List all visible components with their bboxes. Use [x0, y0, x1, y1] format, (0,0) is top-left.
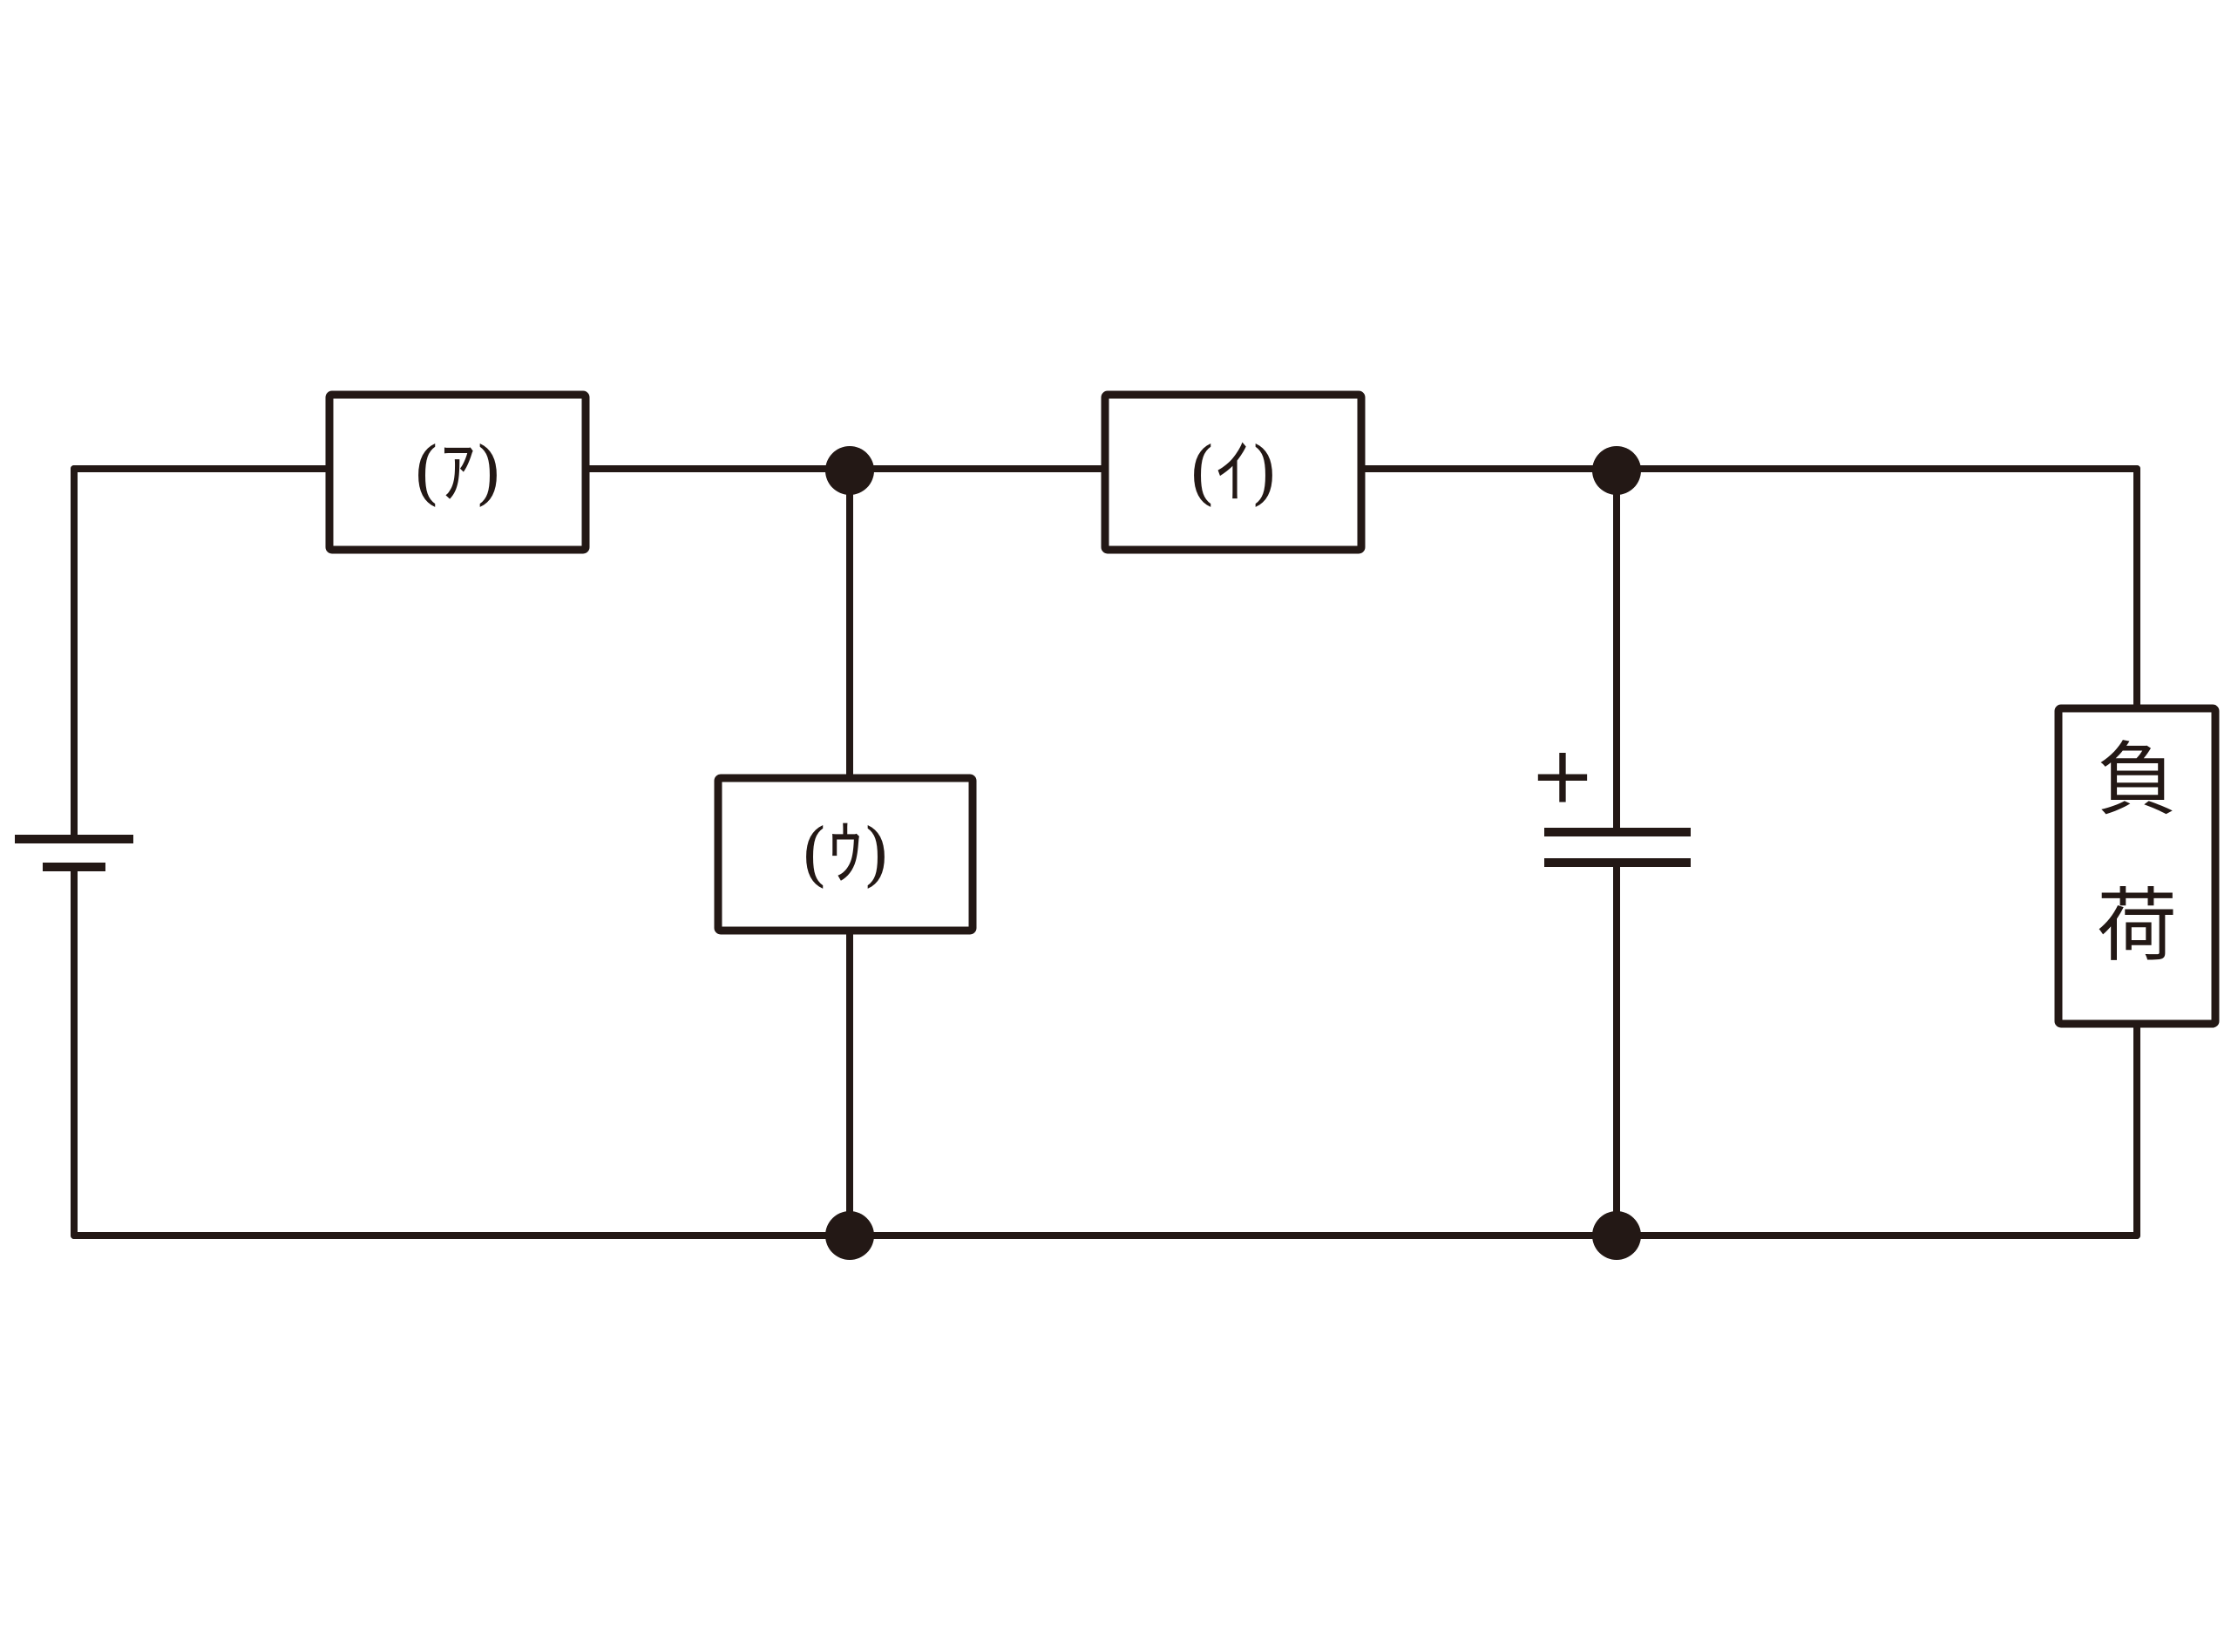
junction-bottom-mid [825, 1211, 874, 1260]
component-u: (ｳ) [714, 774, 977, 935]
battery [15, 835, 133, 871]
component-a: (ｱ) [325, 390, 590, 554]
load-label-line2: 荷 [2097, 880, 2177, 973]
component-a-box [325, 390, 590, 554]
wires [71, 465, 2140, 1239]
load-box [2054, 704, 2220, 1028]
component-a-label: (ｱ) [413, 432, 502, 513]
component-u-box [714, 774, 977, 935]
component-i-box [1101, 390, 1366, 554]
capacitor: + [1529, 730, 1691, 867]
component-u-label: (ｳ) [801, 814, 890, 895]
component-i-label: (ｲ) [1189, 432, 1278, 513]
load: 負 荷 [2054, 704, 2220, 1028]
capacitor-plus-sign: + [1529, 730, 1595, 822]
junction-top-mid [825, 446, 874, 495]
junctions [825, 446, 1641, 1260]
component-i: (ｲ) [1101, 390, 1366, 554]
junction-bottom-cap [1592, 1211, 1641, 1260]
load-label-line1: 負 [2097, 734, 2177, 827]
junction-top-cap [1592, 446, 1641, 495]
